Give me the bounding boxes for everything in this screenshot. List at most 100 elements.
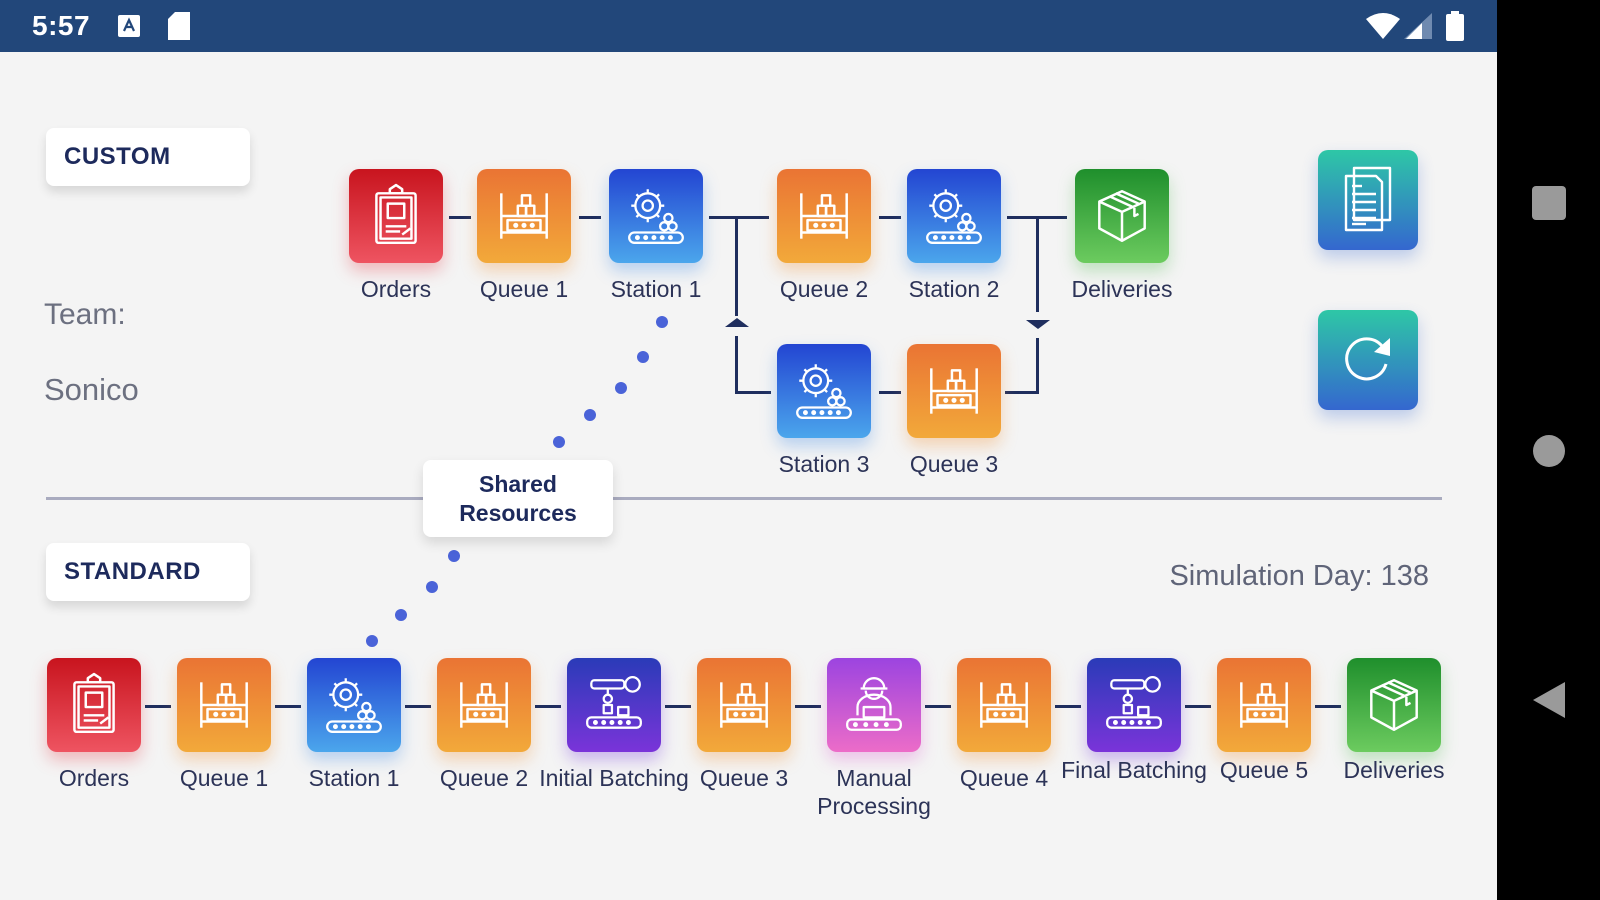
queue2-tile[interactable] xyxy=(777,169,871,263)
standard-node-orders[interactable]: Orders xyxy=(47,658,141,792)
queue3-tile[interactable] xyxy=(907,344,1001,438)
shared-resource-dot xyxy=(584,409,596,421)
deliveries-tile[interactable] xyxy=(1347,658,1441,752)
shelf-icon xyxy=(191,672,257,738)
custom-node-station1[interactable]: Station 1 xyxy=(609,169,703,303)
manual_processing-tile[interactable] xyxy=(827,658,921,752)
standard-node-queue5[interactable]: Queue 5 xyxy=(1217,658,1311,784)
connector xyxy=(405,705,431,708)
connector xyxy=(449,216,471,219)
queue1-tile[interactable] xyxy=(477,169,571,263)
node-label: Final Batching xyxy=(1061,757,1207,783)
custom-node-queue1[interactable]: Queue 1 xyxy=(477,169,571,303)
clipboard-icon xyxy=(61,672,127,738)
node-label: Orders xyxy=(360,276,432,302)
node-label: Queue 1 xyxy=(479,276,569,302)
sd-card-icon xyxy=(168,12,190,45)
connector xyxy=(145,705,171,708)
queue4-tile[interactable] xyxy=(957,658,1051,752)
robot-arm-icon xyxy=(581,672,647,738)
connector xyxy=(735,391,771,394)
node-label: Station 2 xyxy=(908,276,1000,302)
station3-tile[interactable] xyxy=(777,344,871,438)
connector xyxy=(275,705,301,708)
shelf-icon xyxy=(491,183,557,249)
orders-tile[interactable] xyxy=(47,658,141,752)
back-button[interactable] xyxy=(1532,682,1565,718)
branch-line-left-lower xyxy=(735,336,738,394)
shared-resource-dot xyxy=(366,635,378,647)
custom-node-station2[interactable]: Station 2 xyxy=(907,169,1001,303)
deliveries-tile[interactable] xyxy=(1075,169,1169,263)
standard-node-final_batching[interactable]: Final Batching xyxy=(1061,658,1207,784)
custom-node-station3[interactable]: Station 3 xyxy=(777,344,871,478)
standard-node-deliveries[interactable]: Deliveries xyxy=(1344,658,1444,784)
orders-tile[interactable] xyxy=(349,169,443,263)
queue2-tile[interactable] xyxy=(437,658,531,752)
station1-tile[interactable] xyxy=(609,169,703,263)
status-bar: 5:57 xyxy=(0,0,1497,52)
node-label: Orders xyxy=(58,765,130,791)
queue3-tile[interactable] xyxy=(697,658,791,752)
connector xyxy=(925,705,951,708)
node-label: Station 3 xyxy=(778,451,870,477)
documents-icon xyxy=(1344,166,1392,232)
shelf-icon xyxy=(711,672,777,738)
custom-node-deliveries[interactable]: Deliveries xyxy=(1072,169,1172,303)
status-time: 5:57 xyxy=(32,10,91,41)
standard-section-label: STANDARD xyxy=(46,543,250,601)
node-label: Station 1 xyxy=(308,765,400,791)
shared-resource-dot xyxy=(426,581,438,593)
queue1-tile[interactable] xyxy=(177,658,271,752)
cell-signal-icon xyxy=(1404,13,1432,44)
custom-label-text: CUSTOM xyxy=(64,143,171,170)
custom-node-orders[interactable]: Orders xyxy=(349,169,443,303)
node-label: Queue 5 xyxy=(1219,757,1309,783)
shared-resource-dot xyxy=(615,382,627,394)
standard-node-station1[interactable]: Station 1 xyxy=(307,658,401,792)
home-button[interactable] xyxy=(1532,435,1565,467)
connector xyxy=(879,216,901,219)
standard-node-queue2[interactable]: Queue 2 xyxy=(437,658,531,792)
standard-node-manual_processing[interactable]: Manual Processing xyxy=(817,658,931,820)
custom-node-queue3[interactable]: Queue 3 xyxy=(907,344,1001,478)
branch-line-right xyxy=(1036,216,1039,312)
node-label: Queue 2 xyxy=(439,765,529,791)
standard-label-text: STANDARD xyxy=(64,558,201,585)
standard-node-queue3[interactable]: Queue 3 xyxy=(697,658,791,792)
recents-button[interactable] xyxy=(1531,186,1566,220)
custom-node-queue2[interactable]: Queue 2 xyxy=(777,169,871,303)
wifi-icon xyxy=(1366,13,1400,44)
station1-tile[interactable] xyxy=(307,658,401,752)
node-label: Deliveries xyxy=(1343,757,1445,783)
standard-node-initial_batching[interactable]: Initial Batching xyxy=(539,658,689,792)
shared-label-line1: Shared xyxy=(479,471,557,497)
standard-node-queue1[interactable]: Queue 1 xyxy=(177,658,271,792)
connector xyxy=(579,216,601,219)
station2-tile[interactable] xyxy=(907,169,1001,263)
shared-resource-dot xyxy=(395,609,407,621)
shared-label-line2: Resources xyxy=(459,500,577,526)
queue5-tile[interactable] xyxy=(1217,658,1311,752)
arrow-up-icon xyxy=(725,318,749,327)
connector xyxy=(665,705,691,708)
refresh-button[interactable] xyxy=(1318,310,1418,410)
connector xyxy=(795,705,821,708)
final_batching-tile[interactable] xyxy=(1087,658,1181,752)
connector xyxy=(879,391,901,394)
initial_batching-tile[interactable] xyxy=(567,658,661,752)
arrow-down-icon xyxy=(1026,320,1050,329)
node-label: Station 1 xyxy=(610,276,702,302)
section-divider xyxy=(46,497,1442,500)
node-label: Queue 2 xyxy=(779,276,869,302)
shelf-icon xyxy=(791,183,857,249)
report-button[interactable] xyxy=(1318,150,1418,250)
battery-icon xyxy=(1446,11,1464,46)
connector xyxy=(1185,705,1211,708)
robot-arm-icon xyxy=(1101,672,1167,738)
standard-node-queue4[interactable]: Queue 4 xyxy=(957,658,1051,792)
node-label: Manual Processing xyxy=(817,765,931,819)
gear-conveyor-icon xyxy=(321,672,387,738)
node-label: Deliveries xyxy=(1071,276,1173,302)
shared-resources-label: Shared Resources xyxy=(423,460,613,537)
